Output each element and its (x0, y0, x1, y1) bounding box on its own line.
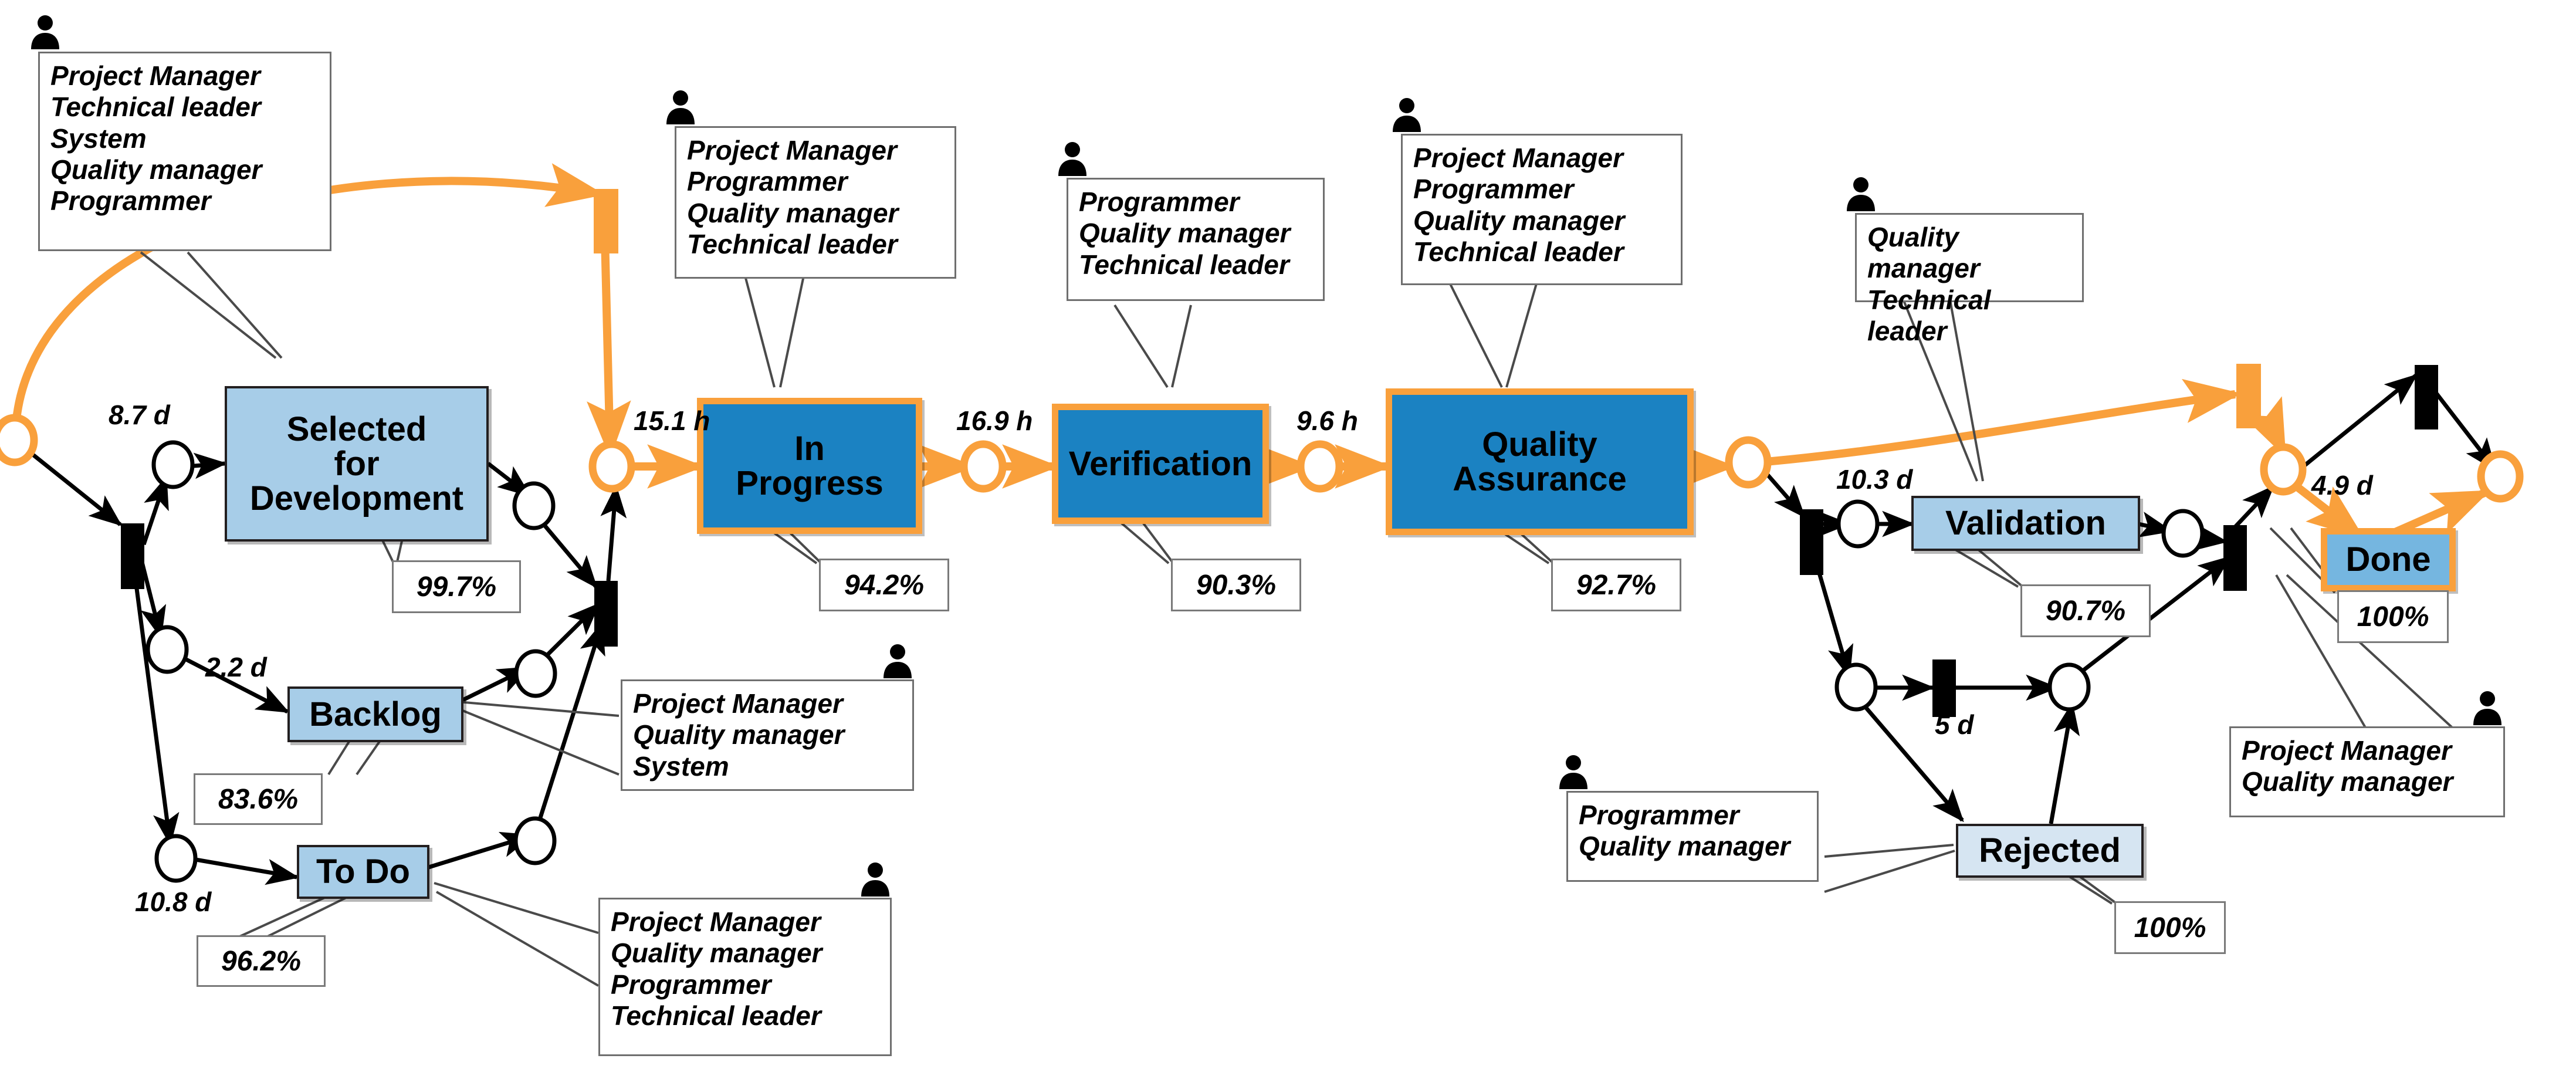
annotation-in-progress-roles: Project Manager Programmer Quality manag… (675, 126, 956, 279)
node-backlog[interactable]: Backlog (287, 686, 463, 742)
place (1834, 662, 1878, 712)
arc-label-in-progress: 15.1 h (634, 405, 710, 436)
person-icon (662, 88, 699, 126)
metric-selected: 99.7% (392, 560, 521, 613)
annotation-qa-roles: Project Manager Programmer Quality manag… (1401, 134, 1683, 285)
place-orange-start (0, 414, 38, 466)
place (513, 816, 557, 865)
place (512, 481, 556, 530)
black-arcs-right (1761, 374, 2497, 824)
annotation-verification-roles: Programmer Quality manager Technical lea… (1067, 178, 1325, 301)
arc-label-validation: 10.3 d (1836, 464, 1913, 495)
arc-label-verification: 16.9 h (956, 405, 1033, 436)
person-icon (1842, 175, 1880, 212)
transition-bar (2415, 365, 2438, 429)
person-icon (2469, 689, 2506, 726)
annotation-todo-roles: Project Manager Quality manager Programm… (598, 898, 892, 1056)
transition-bar (2223, 525, 2247, 591)
place (145, 625, 189, 674)
person-icon (1555, 753, 1592, 790)
places (145, 440, 2205, 883)
node-selected-for-development[interactable]: Selected for Development (225, 386, 489, 542)
transition-bars (121, 365, 2438, 717)
person-icon (26, 13, 64, 50)
arc-label-qa: 9.6 h (1297, 405, 1358, 436)
metric-todo: 96.2% (197, 935, 326, 987)
arc-label-todo: 10.8 d (135, 887, 212, 917)
transition-bar (594, 581, 618, 647)
place (151, 440, 195, 489)
annotation-backlog-roles: Project Manager Quality manager System (621, 679, 914, 791)
callout-leader-lines (140, 251, 2453, 987)
place (2161, 509, 2205, 558)
places-orange (0, 414, 2524, 503)
annotation-done-roles: Project Manager Quality manager (2229, 726, 2505, 817)
transition-bar-orange (2236, 364, 2261, 428)
arc-label-rejected: 5 d (1935, 709, 1974, 740)
metric-done: 100% (2337, 590, 2449, 643)
place (514, 649, 557, 698)
place (2047, 662, 2091, 712)
metric-in-progress: 94.2% (819, 559, 949, 611)
place-orange (1297, 440, 1343, 493)
node-rejected[interactable]: Rejected (1956, 824, 2144, 878)
transition-bar (1932, 659, 1956, 717)
place (1836, 499, 1880, 549)
place-orange (2260, 443, 2307, 496)
node-in-progress[interactable]: In Progress (697, 398, 922, 534)
transition-bars-orange (594, 189, 2261, 428)
metric-backlog: 83.6% (194, 773, 323, 825)
place (154, 834, 198, 883)
person-icon (1388, 96, 1426, 133)
person-icon (857, 860, 894, 898)
node-quality-assurance[interactable]: Quality Assurance (1386, 388, 1694, 535)
black-arcs (22, 445, 627, 885)
place-orange (1725, 436, 1772, 489)
place-orange (960, 440, 1007, 493)
metric-rejected: 100% (2114, 901, 2226, 954)
arc-label-backlog: 2.2 d (205, 652, 267, 682)
metric-verification: 90.3% (1171, 559, 1301, 611)
transition-bar (1800, 509, 1823, 575)
metric-validation: 90.7% (2020, 584, 2151, 637)
transition-bar (121, 523, 144, 589)
arc-label-done: 4.9 d (2311, 470, 2373, 500)
annotation-validation-roles: Quality manager Technical leader (1855, 213, 2084, 346)
node-validation[interactable]: Validation (1911, 496, 2140, 551)
annotation-selected-roles: Project Manager Technical leader System … (38, 52, 331, 251)
arc-label-selected: 8.7 d (109, 400, 170, 430)
metric-qa: 92.7% (1551, 559, 1681, 611)
node-verification[interactable]: Verification (1052, 404, 1269, 524)
person-icon (1054, 140, 1091, 177)
place-orange-end (2477, 450, 2524, 503)
annotation-rejected-roles: Programmer Quality manager (1566, 791, 1819, 882)
node-to-do[interactable]: To Do (297, 845, 429, 899)
place-orange (588, 440, 635, 493)
node-done[interactable]: Done (2321, 528, 2456, 591)
person-icon (879, 642, 916, 679)
transition-bar-orange (594, 189, 618, 253)
